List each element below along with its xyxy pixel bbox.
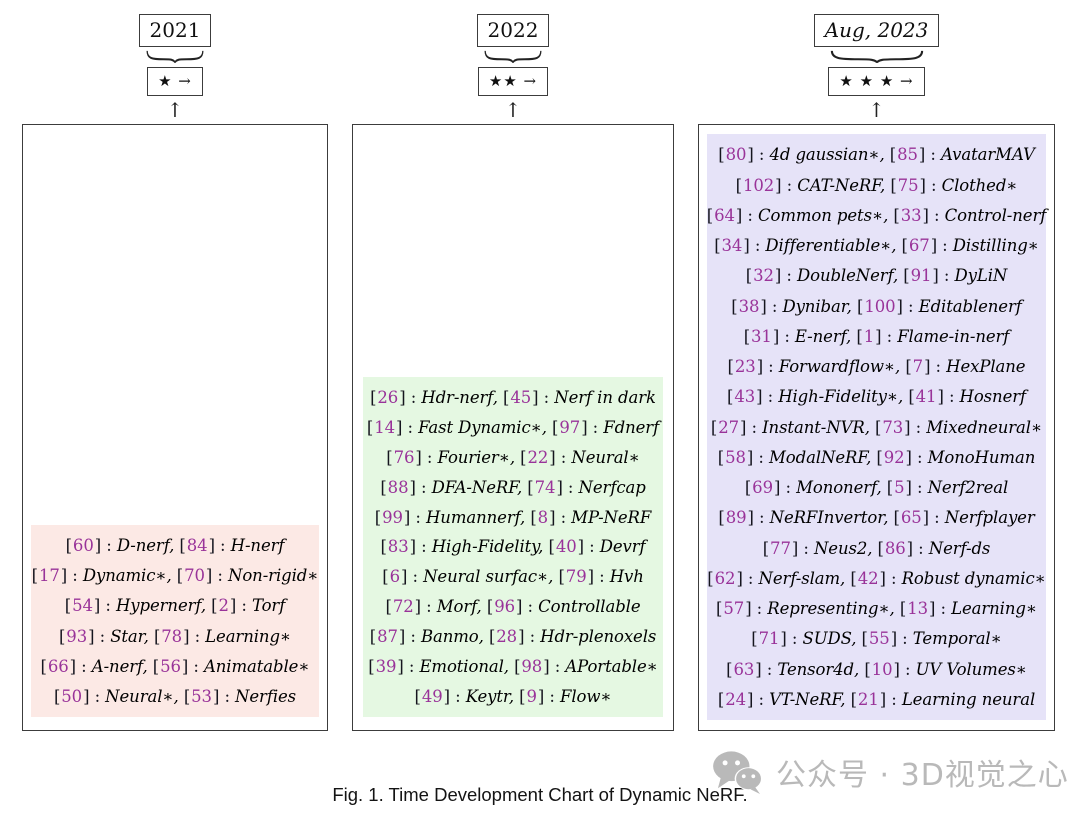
entry-line: [50] : Neural∗, [53] : Nerfies bbox=[53, 686, 297, 706]
year-label-2021: 2021 bbox=[138, 14, 212, 47]
entry-line: [87] : Banmo, [28] : Hdr-plenoxels bbox=[369, 627, 657, 647]
entry-line: [66] : A-nerf, [56] : Animatable∗ bbox=[40, 656, 310, 676]
entry-line: [60] : D-nerf, [84] : H-nerf bbox=[65, 536, 285, 556]
timeline-box-aug-2023: [80] : 4d gaussian∗, [85] : AvatarMAV [10… bbox=[698, 124, 1055, 731]
entry-line: [27] : Instant-NVR, [73] : Mixedneural∗ bbox=[710, 417, 1043, 437]
column-aug-2023-header: Aug, 2023 ★ ★ ★ → ↑ bbox=[813, 14, 940, 122]
entry-line: [58] : ModalNeRF, [92] : MonoHuman bbox=[717, 447, 1036, 467]
entry-line: [32] : DoubleNerf, [91] : DyLiN bbox=[745, 266, 1008, 286]
entry-line: [54] : Hypernerf, [2] : Torf bbox=[64, 596, 286, 616]
entries-block-2022: [26] : Hdr-nerf, [45] : Nerf in dark [14]… bbox=[363, 377, 663, 717]
underbrace bbox=[146, 50, 204, 63]
underbrace bbox=[830, 50, 923, 63]
entry-line: [43] : High-Fidelity∗, [41] : Hosnerf bbox=[726, 387, 1027, 407]
wechat-icon bbox=[713, 751, 763, 794]
entry-line: [63] : Tensor4d, [10] : UV Volumes∗ bbox=[726, 659, 1027, 679]
column-2021-header: 2021 ★ → ↑ bbox=[138, 14, 212, 122]
entry-line: [89] : NeRFInvertor, [65] : Nerfplayer bbox=[718, 508, 1035, 528]
timeline-box-2021: [60] : D-nerf, [84] : H-nerf [17] : Dynam… bbox=[22, 124, 328, 731]
column-2021: 2021 ★ → ↑ [60] : D-nerf, [84] : H-nerf[… bbox=[22, 14, 328, 731]
entry-line: [17] : Dynamic∗, [70] : Non-rigid∗ bbox=[31, 566, 319, 586]
star-rating-2: ★★ → bbox=[477, 67, 549, 96]
watermark-text: 公众号 · 3D视觉之心 bbox=[776, 758, 1069, 793]
entry-line: [102] : CAT-NeRF, [75] : Clothed∗ bbox=[735, 175, 1018, 195]
entry-line: [57] : Representing∗, [13] : Learning∗ bbox=[716, 599, 1037, 618]
entry-line: [77] : Neus2, [86] : Nerf-ds bbox=[762, 538, 991, 558]
up-arrow-icon: ↑ bbox=[166, 98, 184, 122]
entry-line: [69] : Mononerf, [5] : Nerf2real bbox=[744, 478, 1009, 497]
column-2022-header: 2022 ★★ → ↑ bbox=[476, 14, 550, 122]
underbrace bbox=[484, 50, 542, 63]
entry-line: [72] : Morf, [96] : Controllable bbox=[385, 597, 641, 617]
entry-line: [76] : Fourier∗, [22] : Neural∗ bbox=[386, 447, 640, 467]
entry-line: [6] : Neural surfac∗, [79] : Hvh bbox=[382, 567, 644, 587]
entry-line: [64] : Common pets∗, [33] : Control-nerf bbox=[706, 205, 1047, 225]
entry-line: [49] : Keytr, [9] : Flow∗ bbox=[414, 686, 612, 706]
entry-line: [39] : Emotional, [98] : APortable∗ bbox=[368, 657, 658, 677]
entry-line: [62] : Nerf-slam, [42] : Robust dynamic∗ bbox=[707, 568, 1046, 588]
entry-line: [88] : DFA-NeRF, [74] : Nerfcap bbox=[380, 477, 646, 497]
star-rating-1: ★ → bbox=[147, 67, 203, 96]
entry-line: [93] : Star, [78] : Learning∗ bbox=[58, 626, 292, 646]
year-label-2022: 2022 bbox=[476, 14, 550, 47]
entry-line: [24] : VT-NeRF, [21] : Learning neural bbox=[717, 689, 1036, 709]
entry-line: [71] : SUDS, [55] : Temporal∗ bbox=[751, 629, 1002, 649]
watermark: 公众号 · 3D视觉之心 bbox=[712, 750, 1069, 794]
up-arrow-icon: ↑ bbox=[504, 98, 522, 122]
figure-caption: Fig. 1. Time Development Chart of Dynami… bbox=[332, 784, 748, 805]
year-label-aug-2023: Aug, 2023 bbox=[813, 14, 940, 47]
entry-line: [38] : Dynibar, [100] : Editablenerf bbox=[731, 296, 1022, 316]
entry-line: [99] : Humannerf, [8] : MP-NeRF bbox=[374, 507, 652, 527]
entry-line: [83] : High-Fidelity, [40] : Devrf bbox=[380, 537, 646, 557]
entry-line: [14] : Fast Dynamic∗, [97] : Fdnerf bbox=[366, 417, 660, 437]
up-arrow-icon: ↑ bbox=[868, 98, 885, 122]
entry-line: [26] : Hdr-nerf, [45] : Nerf in dark bbox=[370, 387, 656, 407]
entry-line: [31] : E-nerf, [1] : Flame-in-nerf bbox=[743, 326, 1010, 346]
entries-block-aug-2023: [80] : 4d gaussian∗, [85] : AvatarMAV [10… bbox=[707, 134, 1046, 720]
entry-line: [23] : Forwardflow∗, [7] : HexPlane bbox=[727, 357, 1026, 376]
entries-block-2021: [60] : D-nerf, [84] : H-nerf [17] : Dynam… bbox=[31, 525, 319, 717]
entry-line: [80] : 4d gaussian∗, [85] : AvatarMAV bbox=[718, 145, 1035, 165]
column-aug-2023: Aug, 2023 ★ ★ ★ → ↑ [80] : 4d gaussian∗,… bbox=[698, 14, 1055, 731]
star-rating-3: ★ ★ ★ → bbox=[828, 67, 925, 96]
entry-line: [34] : Differentiable∗, [67] : Distillin… bbox=[714, 236, 1039, 255]
column-2022: 2022 ★★ → ↑ [26] : Hdr-nerf, [45] : Nerf… bbox=[352, 14, 674, 731]
timeline-box-2022: [26] : Hdr-nerf, [45] : Nerf in dark [14]… bbox=[352, 124, 674, 731]
